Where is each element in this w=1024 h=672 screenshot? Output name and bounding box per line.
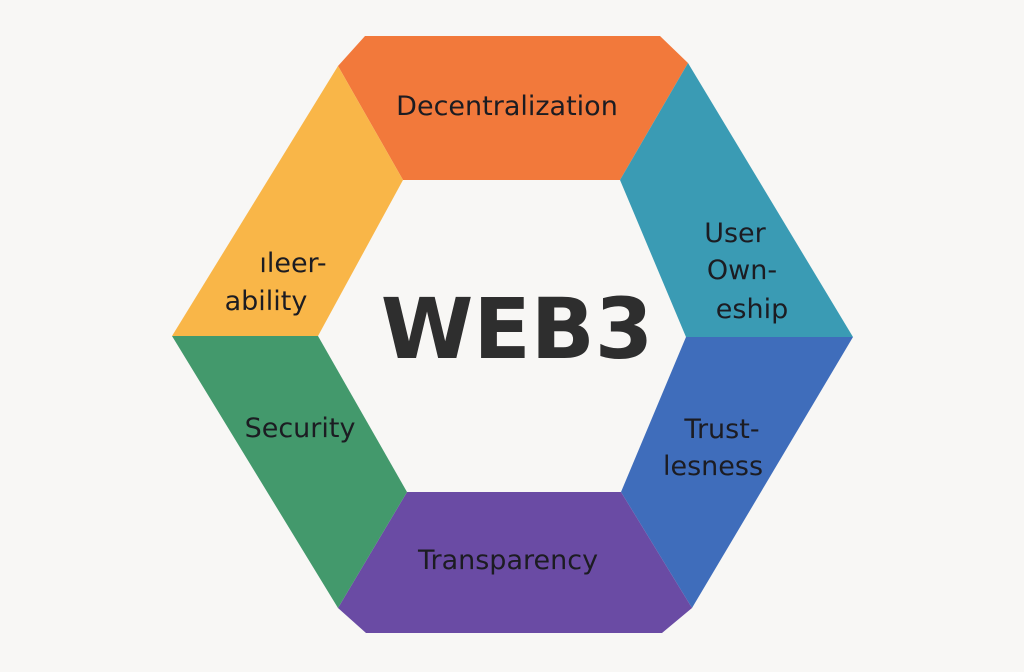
- label-interoperability-1: ıleer-: [259, 248, 326, 279]
- label-user-ownership-3: eship: [716, 294, 788, 325]
- label-user-ownership-1: User: [704, 218, 766, 249]
- center-title: WEB3: [381, 280, 654, 378]
- segment-transparency: [338, 492, 692, 633]
- label-trustlessness-1: Trust-: [683, 414, 759, 445]
- segment-user-ownership: [620, 63, 853, 337]
- label-interoperability-2: ability: [225, 286, 308, 317]
- label-trustlessness-2: lesness: [663, 451, 763, 482]
- label-transparency: Transparency: [417, 545, 598, 576]
- segment-security: [172, 336, 407, 608]
- label-security: Security: [245, 413, 356, 444]
- segment-interoperability: [172, 66, 403, 336]
- segment-decentralization: [338, 36, 688, 180]
- label-decentralization: Decentralization: [396, 91, 618, 122]
- label-user-ownership-2: Own-: [707, 255, 777, 286]
- segment-trustlessness: [621, 337, 853, 608]
